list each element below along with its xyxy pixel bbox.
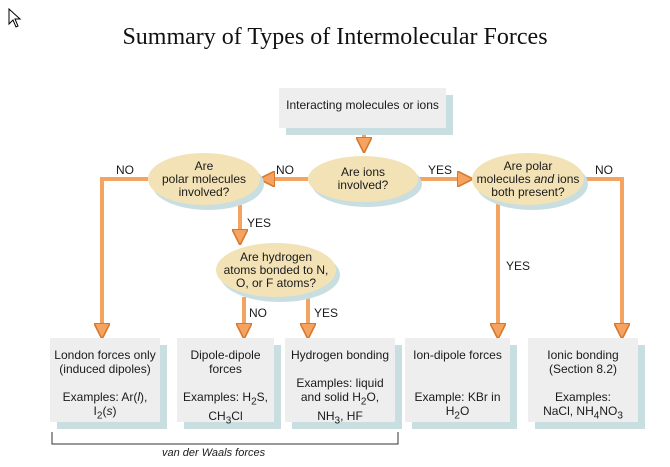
arrow-polar-no bbox=[102, 177, 148, 336]
question-ions: Are ions involved? bbox=[308, 156, 418, 202]
ionic-example-1: Examples: bbox=[554, 390, 612, 404]
hbond-name: Hydrogen bonding bbox=[290, 348, 390, 362]
result-ion-dipole: Ion-dipole forces Example: KBr in H2O bbox=[405, 338, 510, 422]
label-no-polar-ions: NO bbox=[595, 163, 613, 177]
dipole-name-1: Dipole-dipole bbox=[190, 348, 261, 362]
question-polar-ions-line-3: both present? bbox=[491, 184, 565, 199]
question-polar-ions-line-2: molecules and ions bbox=[476, 171, 580, 186]
label-yes-hydrogen: YES bbox=[314, 306, 339, 320]
ionic-example-2: NaCl, NH4NO3 bbox=[543, 404, 623, 422]
ionic-name-2: (Section 8.2) bbox=[548, 362, 618, 376]
london-example-2: I2(s) bbox=[93, 404, 117, 422]
van-der-waals-label: van der Waals forces bbox=[162, 447, 266, 459]
label-yes-polar: YES bbox=[247, 216, 272, 230]
hbond-example-3: NH3, HF bbox=[317, 409, 363, 427]
question-polar-ions-line-1: Are polar bbox=[503, 158, 553, 173]
result-dipole: Dipole-dipole forces Examples: H2S, CH3C… bbox=[177, 338, 274, 427]
polar-ions-ions: ions bbox=[554, 171, 580, 186]
question-polar: Are polar molecules involved? bbox=[148, 153, 260, 205]
ionic-name-1: Ionic bonding bbox=[547, 348, 619, 362]
polar-ions-and: and bbox=[533, 171, 555, 186]
question-hydrogen-line-1: Are hydrogen bbox=[239, 249, 313, 264]
dipole-name-2: forces bbox=[209, 362, 242, 376]
start-text: Interacting molecules or ions bbox=[286, 98, 439, 112]
arrow-polarions-no bbox=[582, 177, 622, 336]
question-hydrogen-line-2: atoms bonded to N, bbox=[223, 262, 329, 277]
hbond-example-2: and solid H2O, bbox=[300, 390, 380, 408]
question-ions-line-2: involved? bbox=[337, 178, 389, 192]
question-polar-line-1: Are bbox=[194, 158, 214, 173]
hbond-example-1: Examples: liquid bbox=[296, 376, 384, 390]
london-example-1: Examples: Ar(l), bbox=[62, 390, 148, 404]
question-hydrogen-line-3: O, or F atoms? bbox=[235, 275, 317, 290]
question-ions-line-1: Are ions bbox=[340, 165, 386, 179]
question-polar-ions: Are polar molecules and ions both presen… bbox=[472, 153, 584, 205]
dipole-example-1: Examples: H2S, bbox=[183, 390, 268, 408]
question-polar-line-2: polar molecules bbox=[161, 171, 247, 186]
iondipole-example-2: H2O bbox=[445, 404, 470, 422]
label-no-ions: NO bbox=[276, 163, 294, 177]
question-hydrogen: Are hydrogen atoms bonded to N, O, or F … bbox=[216, 243, 336, 297]
label-no-polar: NO bbox=[116, 163, 134, 177]
van-der-waals-bracket bbox=[51, 432, 399, 445]
diagram-title: Summary of Types of Intermolecular Force… bbox=[122, 24, 548, 50]
question-polar-line-3: involved? bbox=[178, 184, 230, 199]
start-box: Interacting molecules or ions bbox=[279, 88, 446, 128]
result-london: London forces only (induced dipoles) Exa… bbox=[50, 338, 160, 422]
result-hydrogen-bonding: Hydrogen bonding Examples: liquid and so… bbox=[285, 338, 395, 427]
label-no-hydrogen: NO bbox=[249, 306, 267, 320]
label-yes-ions: YES bbox=[428, 163, 453, 177]
london-name-2: (induced dipoles) bbox=[59, 362, 151, 376]
london-name-1: London forces only bbox=[54, 348, 156, 362]
mouse-cursor-icon bbox=[8, 8, 22, 28]
iondipole-name: Ion-dipole forces bbox=[413, 348, 502, 362]
dipole-example-2: CH3Cl bbox=[208, 409, 243, 427]
iondipole-example-1: Example: KBr in bbox=[414, 390, 501, 404]
result-ionic: Ionic bonding (Section 8.2) Examples: Na… bbox=[528, 338, 638, 422]
polar-ions-molecules: molecules bbox=[476, 171, 534, 186]
label-yes-polar-ions: YES bbox=[506, 259, 531, 273]
